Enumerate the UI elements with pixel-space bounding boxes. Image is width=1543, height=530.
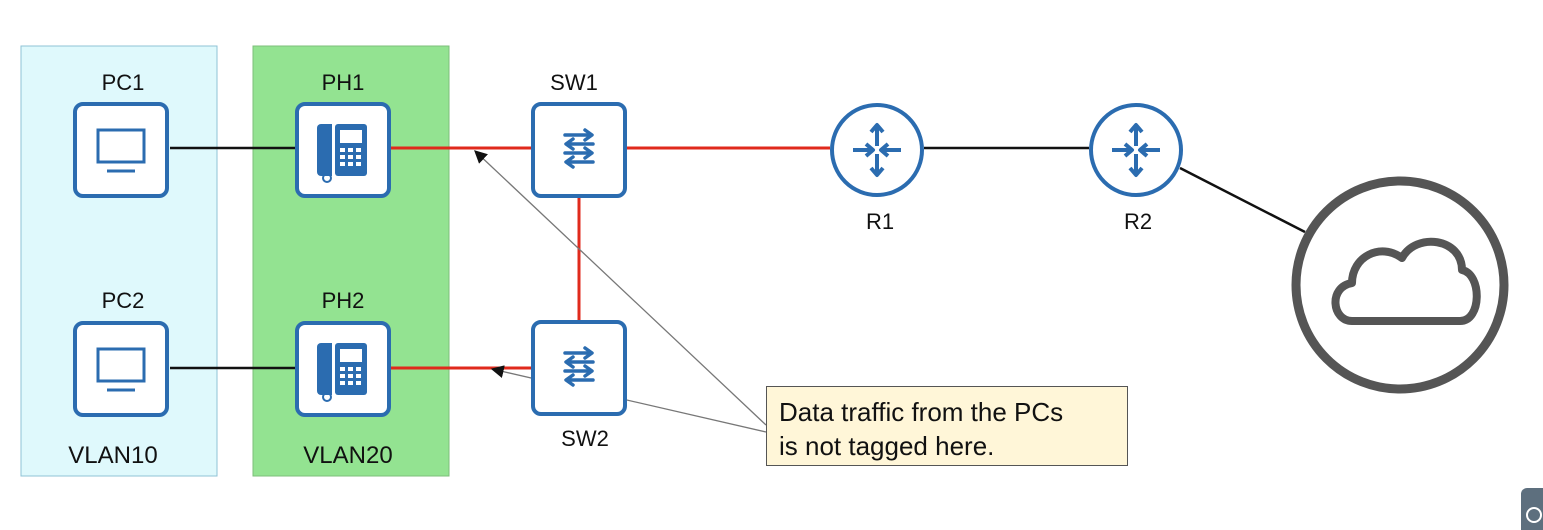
ph2-device[interactable] [295,321,391,417]
pc1-label: PC1 [102,70,145,95]
cloud-badge-icon [1526,507,1542,523]
r2-device[interactable] [1089,103,1183,197]
sw2-device[interactable] [531,320,627,416]
links [170,146,1306,370]
sw1-label: SW1 [550,70,598,95]
callout-line-1: Data traffic from the PCs [779,397,1064,427]
cloud-icon [1331,237,1481,325]
pc2-device[interactable] [73,321,169,417]
pc-icon [73,102,169,198]
r2-label: R2 [1124,209,1152,234]
callout-note: Data traffic from the PCs is not tagged … [766,386,1128,466]
ph1-device[interactable] [295,102,391,198]
callout-pointer-top [474,150,767,426]
link-r2-internet [1179,166,1306,234]
ip-phone-icon [314,338,372,402]
ph2-label: PH2 [322,288,365,313]
pc1-device[interactable] [73,102,169,198]
r1-device[interactable] [830,103,924,197]
vlan10-label: VLAN10 [68,442,157,469]
pc-icon [73,321,169,417]
ip-phone-icon [314,119,372,183]
corner-widget[interactable] [1521,488,1543,530]
callout-line-2: is not tagged here. [779,431,995,461]
sw2-label: SW2 [561,426,609,451]
sw1-device[interactable] [531,102,627,198]
vlan20-label: VLAN20 [303,442,392,469]
r1-label: R1 [866,209,894,234]
pc2-label: PC2 [102,288,145,313]
ph1-label: PH1 [322,70,365,95]
internet-cloud[interactable] [1291,176,1509,394]
